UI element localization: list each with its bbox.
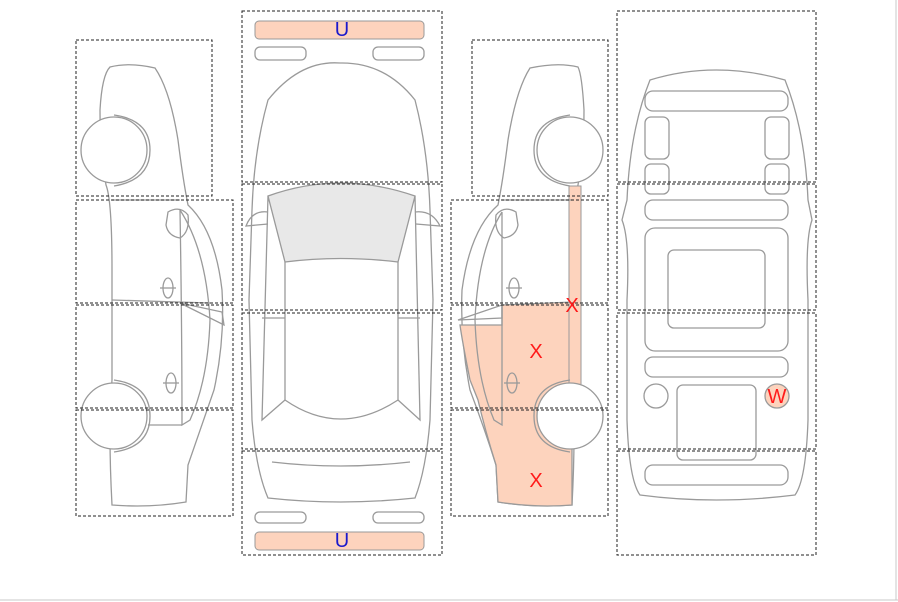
left-side-view (80, 64, 225, 507)
right-quarter-marker: X (529, 470, 542, 492)
top-view (245, 20, 442, 551)
windshield (267, 182, 416, 263)
rear-bumper-highlight (254, 531, 425, 551)
front-bumper-highlight (254, 20, 425, 40)
left-rear-wheel (80, 382, 148, 450)
left-front-wheel (80, 116, 148, 184)
right-door-marker: X (529, 341, 542, 363)
right-mirror-top (414, 211, 442, 227)
rear-bumper-marker: U (335, 530, 349, 552)
right-front-wheel (536, 116, 604, 184)
roof-view (621, 69, 813, 501)
left-mirror (165, 208, 189, 239)
right-side-view (457, 64, 604, 507)
right-pillar-highlight (568, 185, 582, 387)
left-mirror-top (245, 211, 269, 227)
roof-damage-highlight (764, 383, 790, 409)
right-mirror (495, 208, 519, 239)
right-rear-wheel (536, 382, 604, 450)
top-body-outline (248, 62, 434, 503)
roof-w-marker: W (768, 386, 787, 408)
inspection-zones (75, 10, 817, 556)
front-bumper-marker: U (335, 19, 349, 41)
right-door-highlight (459, 301, 573, 507)
right-pillar-marker: X (565, 295, 578, 317)
